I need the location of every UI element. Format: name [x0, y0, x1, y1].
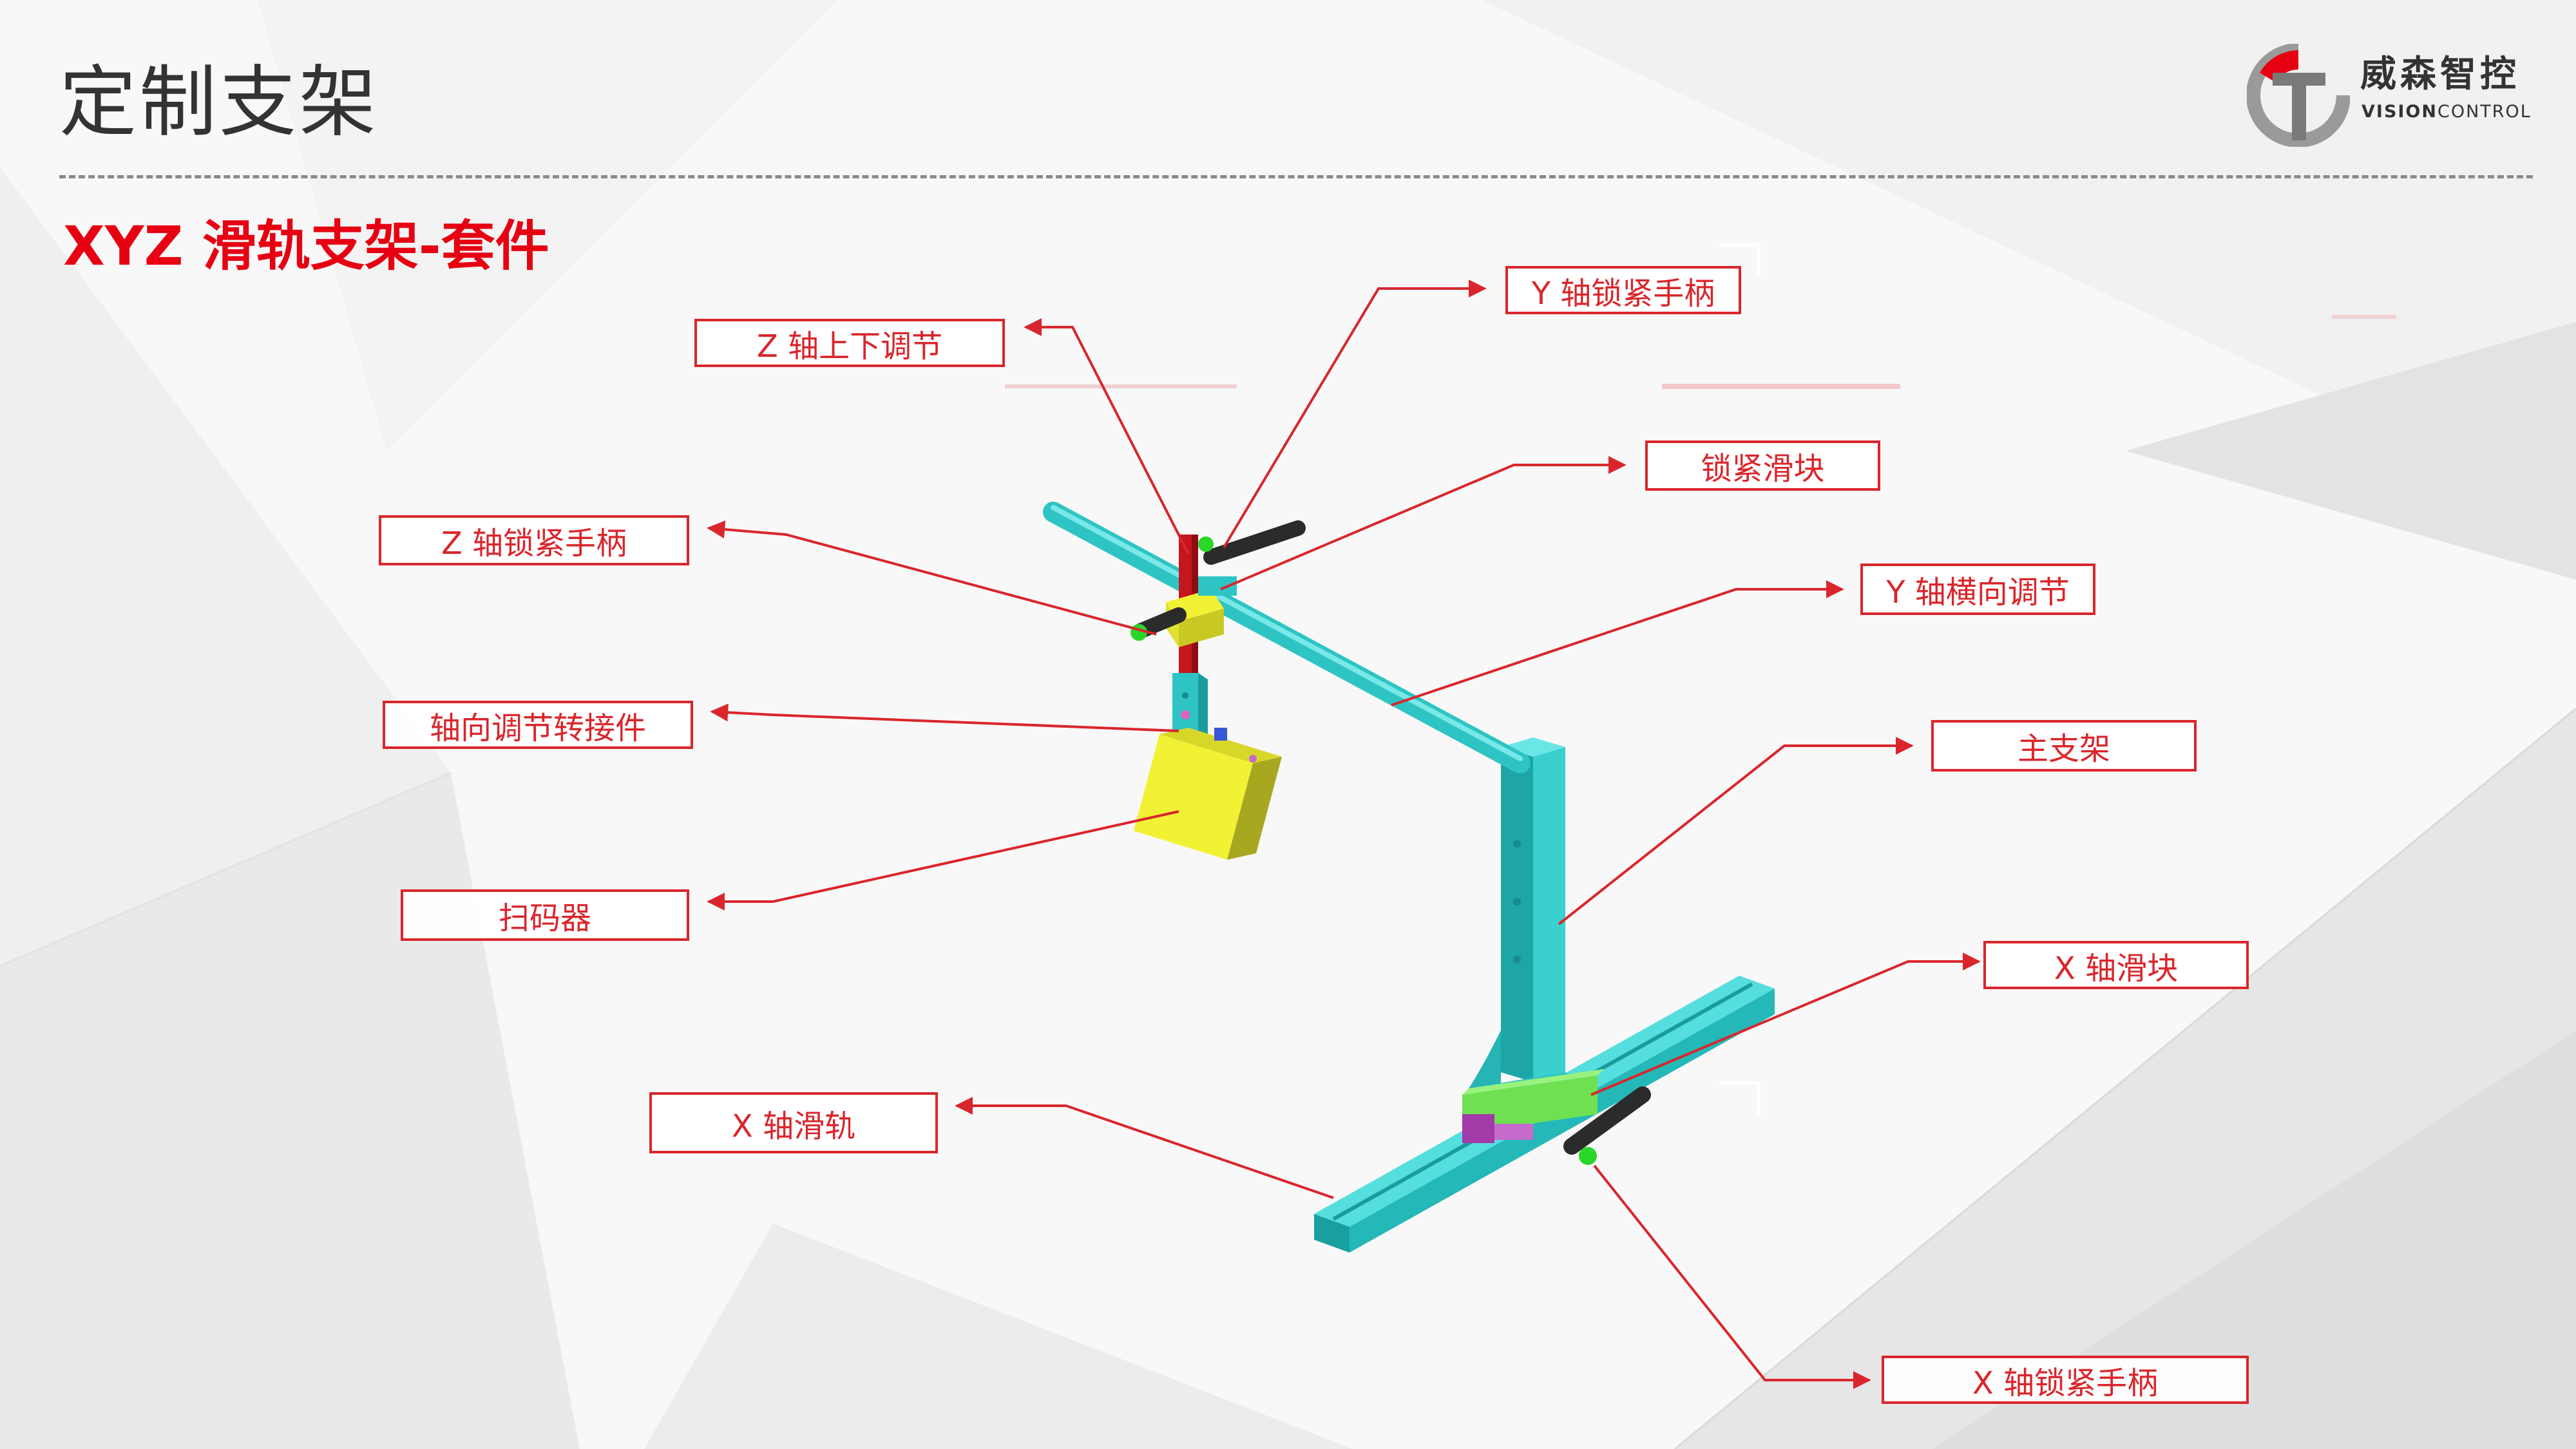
callout-line-axial-adapter	[710, 703, 1179, 732]
logo-name-en: VISIONCONTROL	[2361, 103, 2532, 120]
logo-name-en-rest: CONTROL	[2437, 102, 2532, 122]
callout-line-scanner	[707, 810, 1179, 911]
callout-line-z-adjust	[1024, 318, 1190, 554]
scanner	[1134, 728, 1282, 860]
main-bracket	[1469, 737, 1598, 1104]
label-main-bracket: 主支架	[1931, 720, 2197, 772]
logo-mark-icon	[2247, 44, 2350, 147]
label-axial-adapter: 轴向调节转接件	[383, 701, 693, 749]
label-y-adjust: Y 轴横向调节	[1860, 564, 2095, 615]
label-z-lock-handle: Z 轴锁紧手柄	[379, 515, 689, 565]
callout-line-y-lock-handle	[1223, 279, 1487, 549]
callout-line-z-lock-handle	[707, 520, 1157, 636]
callout-line-main-bracket	[1558, 737, 1914, 925]
label-z-adjust: Z 轴上下调节	[694, 319, 1005, 367]
label-x-rail: X 轴滑轨	[649, 1092, 938, 1153]
callout-lines	[707, 279, 1981, 1389]
label-y-lock-handle: Y 轴锁紧手柄	[1505, 266, 1741, 314]
logo-name-en-bold: VISION	[2361, 102, 2438, 122]
label-lock-slider: 锁紧滑块	[1645, 440, 1880, 491]
callout-line-y-adjust	[1391, 580, 1844, 706]
page-title: 定制支架	[59, 58, 379, 147]
label-x-lock-handle: X 轴锁紧手柄	[1882, 1356, 2249, 1404]
label-scanner: 扫码器	[401, 889, 689, 941]
callout-line-x-rail	[955, 1097, 1334, 1199]
x-slider-block	[1462, 1069, 1604, 1143]
header-divider	[59, 175, 2533, 178]
x-lock-handle	[1563, 1086, 1651, 1165]
y-bar	[1043, 502, 1531, 773]
company-logo: 威森智控 VISIONCONTROL	[2247, 44, 2543, 147]
y-lock-handle	[1198, 520, 1306, 565]
callout-line-lock-slider	[1220, 456, 1627, 591]
label-x-slider: X 轴滑块	[1983, 941, 2249, 989]
corner-marks	[1719, 243, 1760, 1115]
section-subtitle: XYZ 滑轨支架-套件	[63, 214, 549, 278]
logo-name-cn: 威森智控	[2360, 53, 2520, 95]
callout-line-x-lock-handle	[1593, 1164, 1871, 1389]
callout-line-x-slider	[1590, 952, 1981, 1096]
